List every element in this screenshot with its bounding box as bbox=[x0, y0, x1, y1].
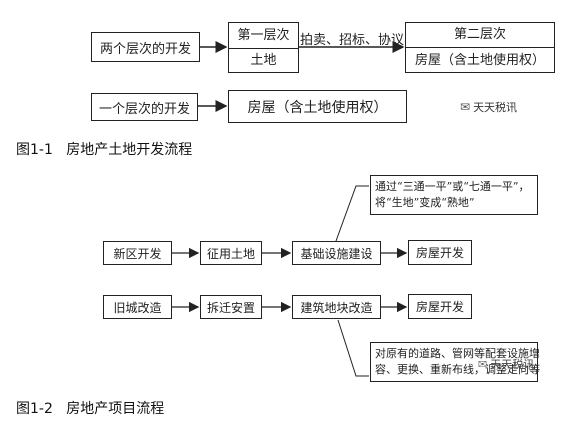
callout-bottom-bracket bbox=[337, 319, 369, 377]
box-house: 房屋（含土地使用权） bbox=[228, 90, 407, 123]
note-top-line-2: 将“生地”变成“熟地” bbox=[375, 196, 475, 209]
box-level2-sub: 房屋（含土地使用权） bbox=[414, 53, 545, 68]
watermark-2: ✉ 天天税讯 bbox=[478, 356, 534, 372]
callout-top-bracket bbox=[335, 185, 369, 242]
watermark-1-text: 天天税讯 bbox=[473, 101, 518, 114]
note-bottom-line-2: 容、更换、重新布线，调整走向等 bbox=[375, 363, 540, 376]
box-level1: 第一层次 土地 bbox=[228, 22, 299, 73]
box-infrastructure-label: 基础设施建设 bbox=[300, 246, 373, 261]
box-old-city-label: 旧城改造 bbox=[113, 300, 162, 315]
caption-fig-1-2: 图1-2 房地产项目流程 bbox=[16, 401, 165, 417]
box-relocation-label: 拆迁安置 bbox=[206, 300, 255, 315]
note-top: 通过“三通一平”或“七通一平”， 将“生地”变成“熟地” bbox=[370, 175, 538, 215]
box-relocation: 拆迁安置 bbox=[200, 295, 262, 319]
box-level1-title: 第一层次 bbox=[229, 23, 298, 49]
box-infrastructure: 基础设施建设 bbox=[292, 241, 381, 265]
box-plot-renovation-label: 建筑地块改造 bbox=[300, 300, 373, 315]
box-new-district-label: 新区开发 bbox=[113, 246, 162, 261]
arrow-label: 拍卖、招标、协议 bbox=[300, 33, 405, 48]
box-one-level-dev: 一个层次的开发 bbox=[91, 93, 198, 121]
note-bottom-line-1: 对原有的道路、管网等配套设施增 bbox=[375, 347, 540, 360]
watermark-2-text: 天天税讯 bbox=[490, 358, 535, 371]
box-two-level-label: 两个层次的开发 bbox=[99, 41, 191, 57]
watermark-logo-icon: ✉ bbox=[460, 100, 471, 114]
watermark-logo-icon: ✉ bbox=[478, 357, 488, 371]
note-top-line-1: 通过“三通一平”或“七通一平”， bbox=[375, 180, 530, 193]
box-house-dev-1: 房屋开发 bbox=[408, 240, 472, 265]
watermark-1: ✉ 天天税讯 bbox=[460, 99, 517, 115]
box-two-level-dev: 两个层次的开发 bbox=[91, 32, 200, 62]
box-new-district: 新区开发 bbox=[103, 241, 172, 265]
box-level1-sub: 土地 bbox=[250, 53, 277, 68]
box-house-label: 房屋（含土地使用权） bbox=[247, 99, 388, 116]
box-land-acquisition: 征用土地 bbox=[200, 241, 262, 265]
box-level2-title: 第二层次 bbox=[406, 23, 554, 48]
caption-fig-1-1: 图1-1 房地产土地开发流程 bbox=[16, 142, 193, 158]
box-land-acquisition-label: 征用土地 bbox=[206, 246, 255, 261]
box-house-dev-2-label: 房屋开发 bbox=[415, 300, 464, 314]
box-old-city: 旧城改造 bbox=[103, 295, 172, 319]
note-bottom: 对原有的道路、管网等配套设施增 容、更换、重新布线，调整走向等 bbox=[370, 342, 540, 382]
box-house-dev-1-label: 房屋开发 bbox=[415, 246, 464, 260]
box-house-dev-2: 房屋开发 bbox=[408, 294, 472, 319]
box-plot-renovation: 建筑地块改造 bbox=[292, 295, 381, 319]
box-level2: 第二层次 房屋（含土地使用权） bbox=[405, 22, 555, 73]
box-one-level-label: 一个层次的开发 bbox=[98, 101, 190, 117]
